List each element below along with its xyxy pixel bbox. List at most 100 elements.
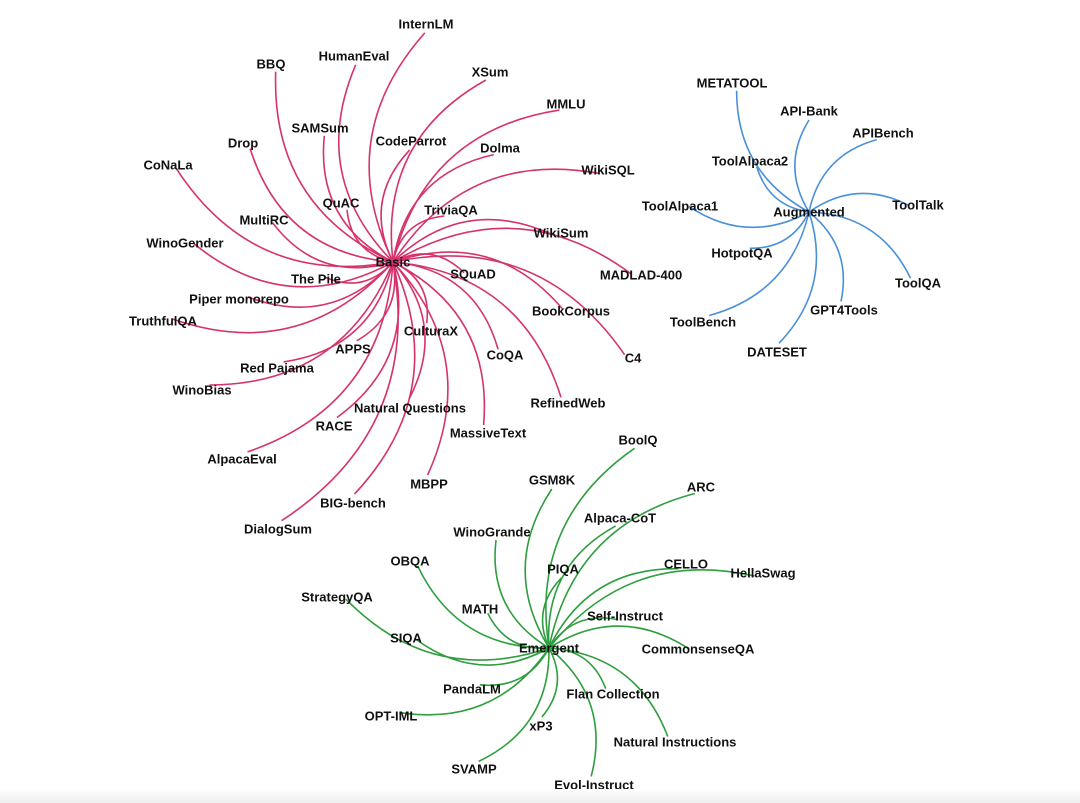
edge-basic-dolma [392, 153, 494, 263]
node-alpacaeval: AlpacaEval [207, 452, 276, 467]
edge-basic-wikisql [392, 168, 600, 263]
node-conala: CoNaLa [143, 158, 193, 173]
edge-emergent-strategyqa [345, 598, 550, 661]
hub-emergent: Emergent [519, 641, 580, 656]
node-bookcorpus: BookCorpus [532, 304, 610, 319]
node-obqa: OBQA [391, 554, 431, 569]
node-wikisum: WikiSum [534, 226, 589, 241]
edge-emergent-self-instruct [548, 617, 617, 649]
node-svamp: SVAMP [451, 762, 497, 777]
edge-emergent-siqa [414, 637, 550, 666]
node-natural-questions: Natural Questions [354, 401, 466, 416]
node-xp3: xP3 [529, 719, 552, 734]
node-massivetext: MassiveText [450, 426, 527, 441]
edge-basic-winogender [193, 243, 394, 288]
node-codeparrot: CodeParrot [376, 134, 447, 149]
edge-augmented-dateset [778, 211, 818, 344]
node-triviaqa: TriviaQA [424, 203, 478, 218]
edge-basic-truthfulqa [171, 261, 394, 334]
edge-basic-c4 [392, 255, 626, 356]
node-pandalm: PandaLM [443, 682, 501, 697]
node-dialogsum: DialogSum [244, 522, 312, 537]
labels-layer: InternLMHumanEvalBBQXSumMMLUSAMSumCodePa… [129, 17, 944, 793]
node-humaneval: HumanEval [319, 49, 390, 64]
node-opt-iml: OPT-IML [365, 709, 418, 724]
node-drop: Drop [228, 136, 258, 151]
node-apibench: APIBench [852, 126, 913, 141]
edge-basic-samsum [322, 135, 394, 263]
node-apps: APPS [335, 342, 371, 357]
edge-basic-madlad-400 [392, 227, 633, 276]
node-mmlu: MMLU [547, 97, 586, 112]
edge-emergent-opt-iml [399, 647, 550, 716]
edge-basic-bookcorpus [392, 251, 563, 310]
edge-basic-drop [249, 148, 394, 263]
node-c4: C4 [625, 351, 642, 366]
edge-emergent-evol-instruct [548, 647, 597, 777]
edges-layer [171, 32, 912, 777]
node-siqa: SIQA [390, 631, 422, 646]
node-natural-instructions: Natural Instructions [614, 735, 737, 750]
node-dateset: DATESET [747, 345, 807, 360]
edge-basic-red-pajama [283, 261, 394, 363]
edge-basic-mbpp [392, 261, 449, 476]
node-squad: SQuAD [450, 267, 496, 282]
node-cello: CELLO [664, 557, 708, 572]
edge-basic-multirc [271, 222, 394, 269]
edge-augmented-toolalpaca2 [756, 166, 810, 213]
node-culturax: CulturaX [404, 324, 459, 339]
node-tooltalk: ToolTalk [892, 198, 944, 213]
edge-emergent-natural-instructions [548, 647, 669, 737]
node-piqa: PIQA [547, 562, 579, 577]
node-api-bank: API-Bank [780, 104, 839, 119]
node-self-instruct: Self-Instruct [587, 609, 664, 624]
node-big-bench: BIG-bench [320, 496, 386, 511]
edge-emergent-boolq [545, 447, 635, 649]
edge-augmented-apibench [808, 138, 878, 213]
edge-augmented-toolalpaca1 [688, 205, 810, 229]
edge-emergent-commonsenseqa [548, 625, 690, 650]
node-evol-instruct: Evol-Instruct [554, 778, 634, 793]
edge-emergent-cello [548, 567, 679, 649]
edge-basic-refinedweb [392, 261, 562, 398]
node-toolalpaca2: ToolAlpaca2 [712, 154, 788, 169]
edge-emergent-arc [548, 492, 696, 649]
node-arc: ARC [687, 480, 716, 495]
edge-augmented-gpt4tools [808, 211, 845, 302]
edge-basic-mmlu [392, 109, 560, 263]
node-toolqa: ToolQA [895, 276, 942, 291]
node-internlm: InternLM [399, 17, 454, 32]
edge-basic-race [336, 261, 400, 419]
node-dolma: Dolma [480, 141, 521, 156]
node-flan-collection: Flan Collection [566, 687, 659, 702]
node-winobias: WinoBias [172, 383, 231, 398]
edge-basic-big-bench [353, 261, 416, 495]
edge-basic-winobias [209, 261, 394, 386]
edge-basic-massivetext [392, 261, 486, 426]
edge-emergent-math [487, 613, 550, 650]
edge-augmented-hotpotqa [749, 211, 810, 250]
edge-augmented-toolqa [808, 211, 912, 279]
hub-basic: Basic [376, 255, 411, 270]
node-strategyqa: StrategyQA [301, 590, 373, 605]
node-gpt4tools: GPT4Tools [810, 303, 878, 318]
edge-emergent-gsm8k [524, 488, 553, 649]
edge-emergent-piqa [541, 577, 562, 649]
edge-emergent-svamp [478, 647, 550, 763]
edge-basic-bbq [274, 71, 394, 263]
edge-emergent-xp3 [541, 647, 559, 718]
edge-augmented-api-bank [794, 119, 810, 213]
node-hotpotqa: HotpotQA [711, 246, 773, 261]
node-alpaca-cot: Alpaca-CoT [584, 511, 656, 526]
node-red-pajama: Red Pajama [240, 361, 314, 376]
bottom-fade [0, 789, 1080, 803]
node-piper-monorepo: Piper monorepo [189, 292, 289, 307]
node-wikisql: WikiSQL [581, 163, 634, 178]
edge-basic-conala [175, 168, 394, 268]
edge-basic-humaneval [337, 64, 394, 263]
node-madlad-400: MADLAD-400 [600, 268, 682, 283]
edge-basic-codeparrot [380, 149, 411, 263]
node-quac: QuAC [323, 196, 360, 211]
node-refinedweb: RefinedWeb [531, 396, 606, 411]
